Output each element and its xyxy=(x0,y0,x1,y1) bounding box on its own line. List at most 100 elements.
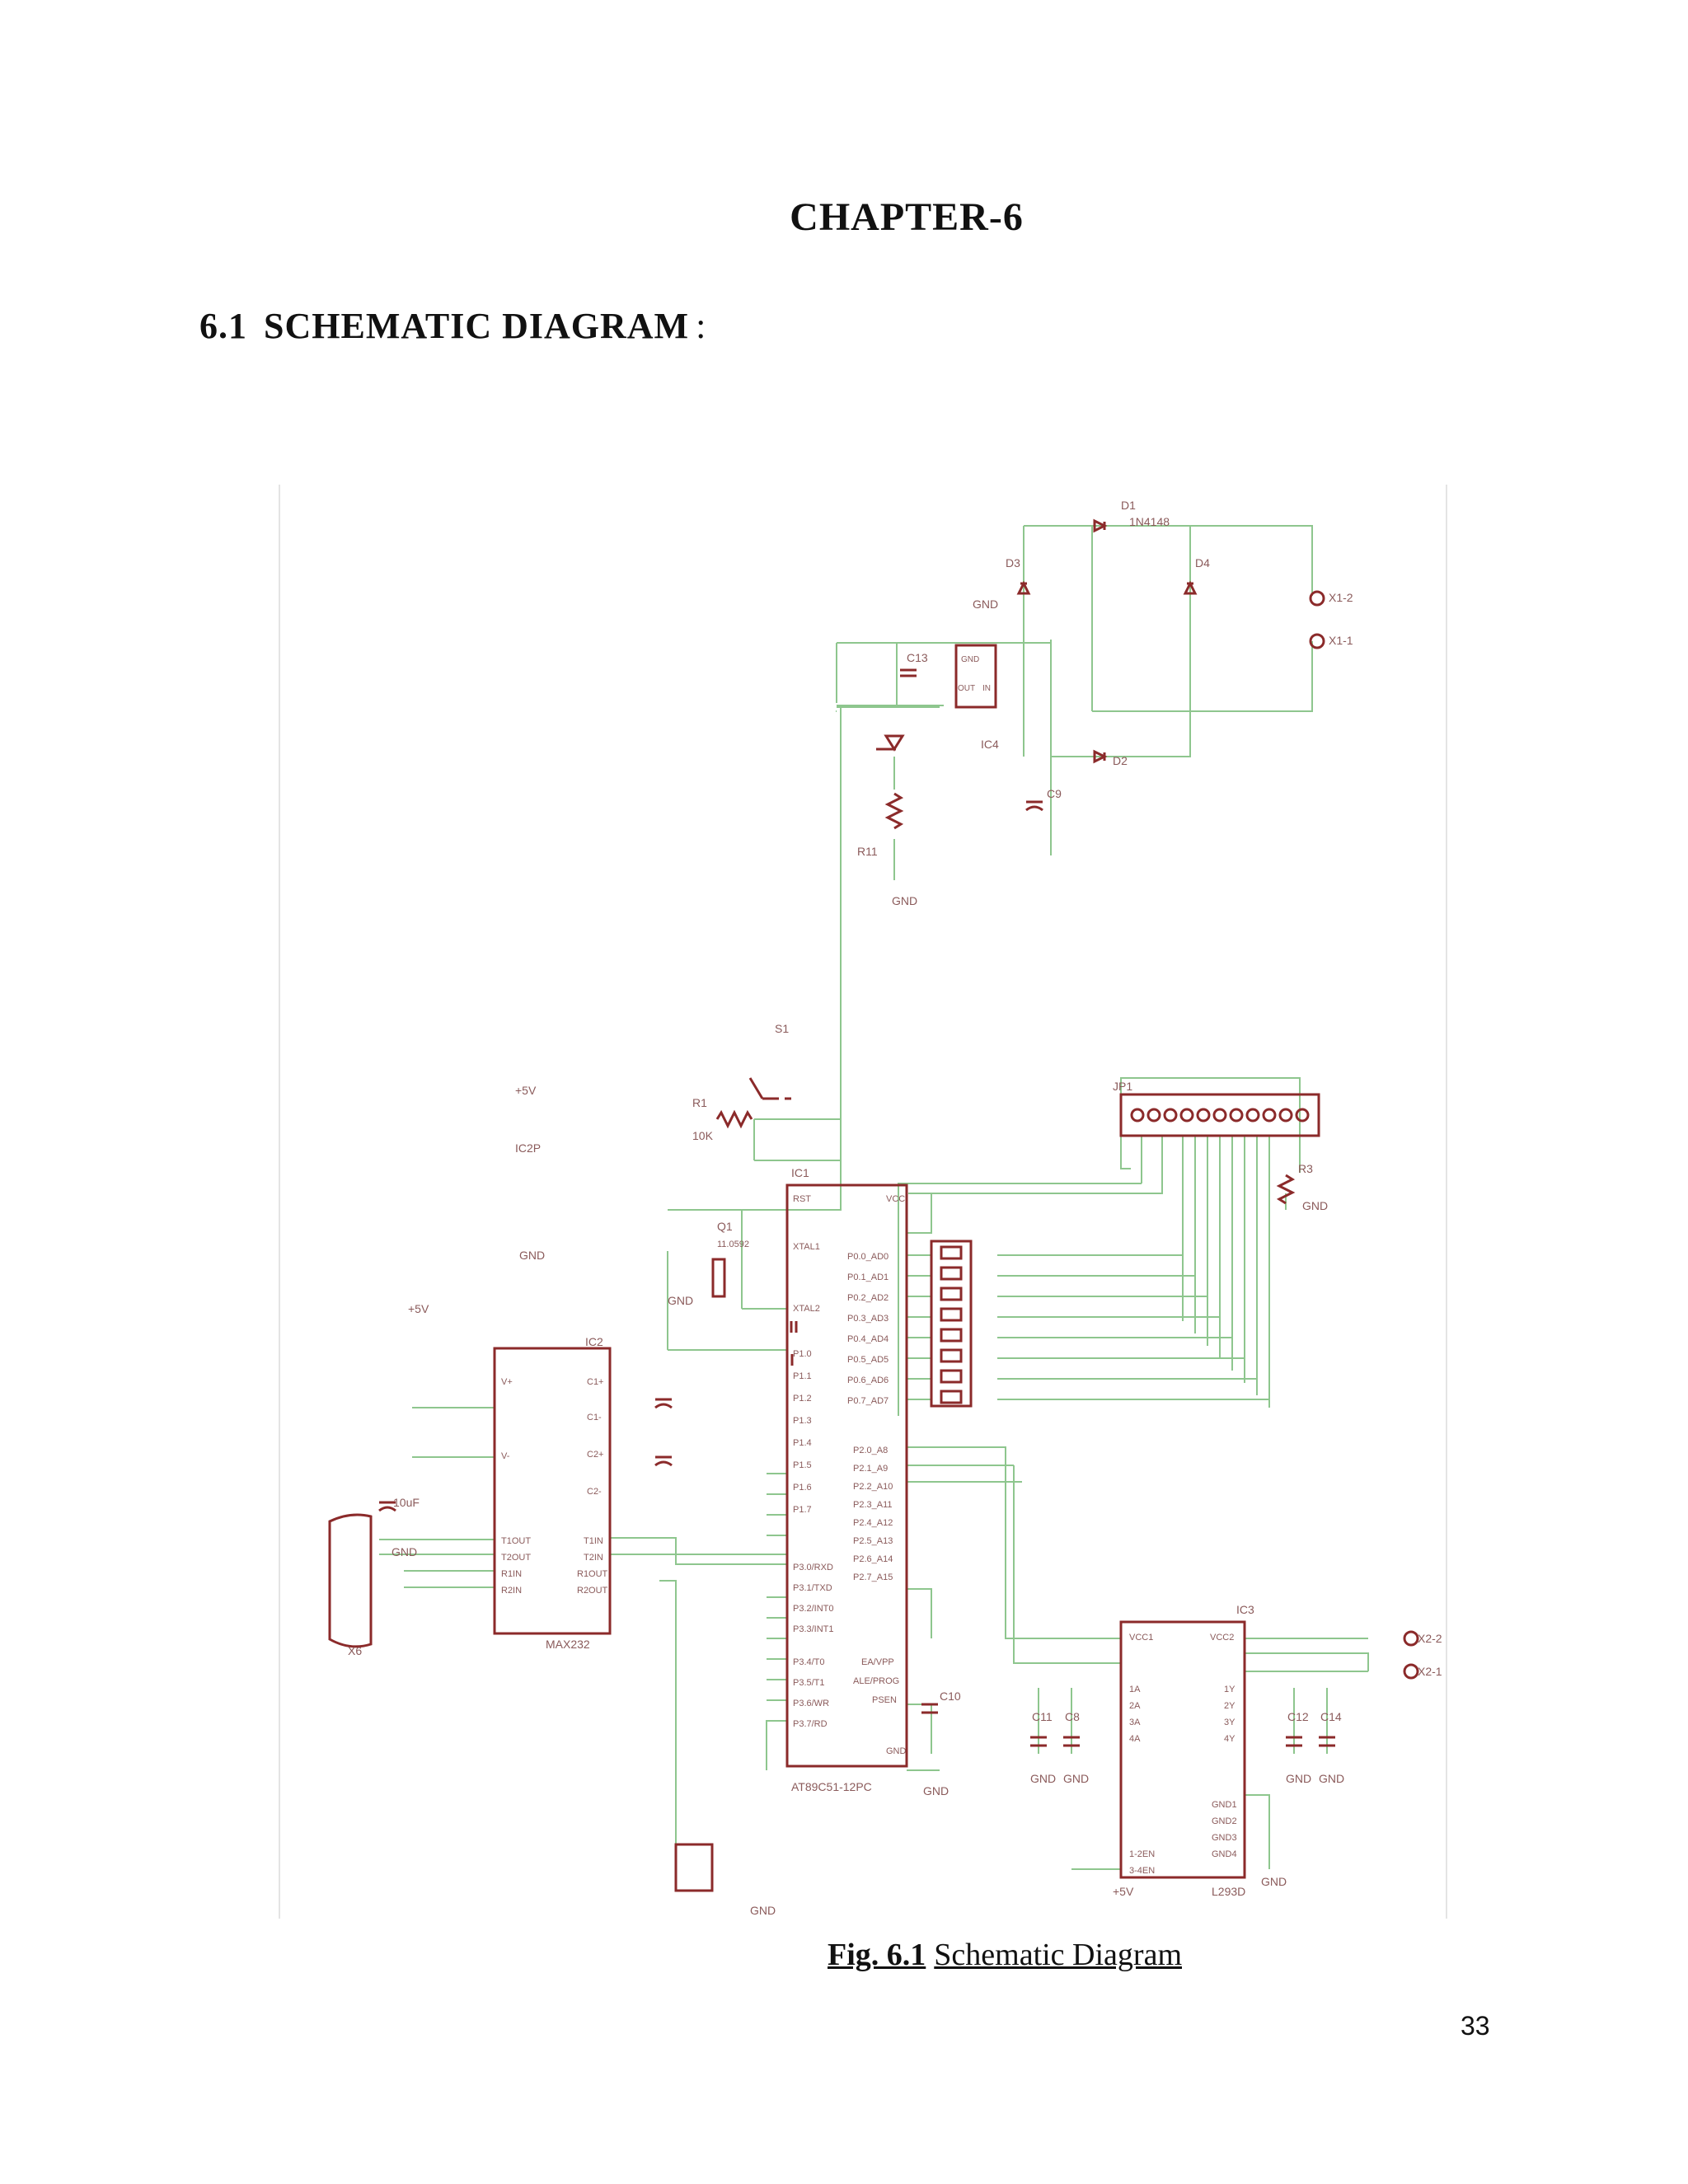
pin-p0-4: P0.4_AD4 xyxy=(847,1334,889,1344)
resistor-r1 xyxy=(715,1109,753,1129)
label-gnd-reg: GND xyxy=(892,894,917,907)
pin-c1p: C1+ xyxy=(587,1377,604,1387)
pin-p2-0: P2.0_A8 xyxy=(853,1446,888,1455)
capacitor-c8 xyxy=(1063,1736,1080,1747)
pin-p3-6: P3.6/WR xyxy=(793,1699,829,1708)
ic2-max232 xyxy=(493,1347,612,1635)
diode-d2 xyxy=(1093,749,1108,764)
capacitor-c12 xyxy=(1286,1736,1302,1747)
label-c9: C9 xyxy=(1047,787,1062,800)
pin-p0-3: P0.3_AD3 xyxy=(847,1314,889,1324)
section-title: SCHEMATIC DIAGRAM xyxy=(264,306,690,346)
pin-p2-7: P2.7_A15 xyxy=(853,1572,893,1582)
pin-2a: 2A xyxy=(1129,1701,1141,1711)
pin-p1-5: P1.5 xyxy=(793,1460,812,1470)
pin-gnd4: GND4 xyxy=(1212,1849,1237,1859)
label-ic3: IC3 xyxy=(1236,1603,1254,1616)
schematic-components xyxy=(328,518,1419,1892)
pin-r1out: R1OUT xyxy=(577,1569,608,1579)
pin-2y: 2Y xyxy=(1224,1701,1236,1711)
pin-p3-0: P3.0/RXD xyxy=(793,1563,833,1572)
label-r3: R3 xyxy=(1298,1162,1313,1175)
label-ic2-part: MAX232 xyxy=(546,1638,590,1651)
label-gnd-ic2p: GND xyxy=(519,1249,545,1262)
pin-p3-2: P3.2/INT0 xyxy=(793,1604,834,1614)
schematic-figure: D1 D2 D3 D4 1N4148 X1-2 X1-1 IC4 GND OUT… xyxy=(279,485,1447,1919)
diode-d1 xyxy=(1093,518,1108,533)
pin-gnd3: GND3 xyxy=(1212,1833,1237,1843)
label-gnd-xtal: GND xyxy=(668,1294,693,1307)
label-jp1: JP1 xyxy=(1113,1080,1132,1093)
regulator-ic4 xyxy=(954,644,997,709)
label-gnd-ic1: GND xyxy=(923,1784,949,1797)
figure-caption-label: Fig. 6.1 xyxy=(828,1938,926,1972)
label-x2-1: X2-1 xyxy=(1418,1665,1442,1678)
schematic-labels: D1 D2 D3 D4 1N4148 X1-2 X1-1 IC4 GND OUT… xyxy=(348,499,1442,1917)
pin-p3-5: P3.5/T1 xyxy=(793,1678,825,1688)
pin-p1-6: P1.6 xyxy=(793,1483,812,1493)
label-ic3-part: L293D xyxy=(1212,1885,1245,1898)
diode-d3 xyxy=(1016,580,1031,595)
label-ic4: IC4 xyxy=(981,738,999,751)
label-gnd-jp2: GND xyxy=(750,1904,776,1917)
net-wires xyxy=(837,643,898,706)
label-gnd-c12: GND xyxy=(1286,1772,1311,1785)
jp1-header xyxy=(1119,1093,1320,1137)
pin-r1in: R1IN xyxy=(501,1569,522,1579)
pin-p0-5: P0.5_AD5 xyxy=(847,1355,889,1365)
pin-vcc1: VCC1 xyxy=(1129,1633,1153,1643)
pin-gnd: GND xyxy=(886,1746,907,1756)
label-c12: C12 xyxy=(1287,1710,1309,1723)
pin-3a: 3A xyxy=(1129,1718,1141,1727)
pin-r2out: R2OUT xyxy=(577,1586,608,1596)
pin-p1-4: P1.4 xyxy=(793,1438,812,1448)
label-s1: S1 xyxy=(775,1022,789,1035)
label-crystal: 11.0592 xyxy=(717,1240,749,1249)
switch-s1 xyxy=(748,1077,791,1100)
pin-en12: 1-2EN xyxy=(1129,1849,1155,1859)
resistor-pack xyxy=(930,1240,973,1408)
pin-p1-7: P1.7 xyxy=(793,1505,812,1515)
pin-rst: RST xyxy=(793,1194,811,1204)
pin-vminus: V- xyxy=(501,1451,510,1461)
label-ic4-in: IN xyxy=(982,684,991,693)
label-x2-2: X2-2 xyxy=(1418,1632,1442,1645)
pin-p2-3: P2.3_A11 xyxy=(853,1500,893,1510)
pin-3y: 3Y xyxy=(1224,1718,1236,1727)
capacitor-c14 xyxy=(1319,1736,1335,1747)
pin-xtal1: XTAL1 xyxy=(793,1242,820,1252)
figure-caption-text: Schematic Diagram xyxy=(934,1938,1182,1972)
crystal-q1 xyxy=(711,1258,726,1298)
pin-ale: ALE/PROG xyxy=(853,1676,899,1686)
ic1-microcontroller xyxy=(785,1183,908,1768)
label-5v-ic2p: +5V xyxy=(515,1084,537,1097)
label-r1: R1 xyxy=(692,1096,707,1109)
label-c14: C14 xyxy=(1320,1710,1342,1723)
label-5v-max: +5V xyxy=(408,1302,429,1315)
pin-p0-0: P0.0_AD0 xyxy=(847,1252,889,1262)
pin-c1m: C1- xyxy=(587,1413,602,1422)
resistor-r11 xyxy=(884,792,904,830)
pin-t2out: T2OUT xyxy=(501,1553,531,1563)
diode-d4 xyxy=(1183,580,1198,595)
p3-pin-labels: P3.0/RXD P3.1/TXD P3.2/INT0 P3.3/INT1 P3… xyxy=(793,1563,834,1729)
pin-c2p: C2+ xyxy=(587,1450,604,1460)
chapter-title: CHAPTER-6 xyxy=(790,195,1024,239)
pin-p1-2: P1.2 xyxy=(793,1394,812,1404)
pin-r2in: R2IN xyxy=(501,1586,522,1596)
capacitor-c13 xyxy=(900,668,917,677)
label-d4: D4 xyxy=(1195,556,1210,569)
terminal-x1-2 xyxy=(1309,590,1325,607)
label-10uf: 10uF xyxy=(393,1496,420,1509)
pin-p0-2: P0.2_AD2 xyxy=(847,1293,889,1303)
pin-1a: 1A xyxy=(1129,1685,1141,1694)
resistor-r3 xyxy=(1276,1174,1296,1205)
label-ic2: IC2 xyxy=(585,1335,603,1348)
main-wires xyxy=(836,710,837,712)
jp2-connector xyxy=(674,1843,714,1892)
pin-vplus: V+ xyxy=(501,1377,513,1387)
label-gnd-jp1: GND xyxy=(1302,1199,1328,1212)
pin-p1-1: P1.1 xyxy=(793,1371,812,1381)
ic2-pin-labels: V+ V- C1+ C1- C2+ C2- T1OUT T2OUT R1IN R… xyxy=(501,1377,608,1596)
pin-p0-1: P0.1_AD1 xyxy=(847,1272,889,1282)
